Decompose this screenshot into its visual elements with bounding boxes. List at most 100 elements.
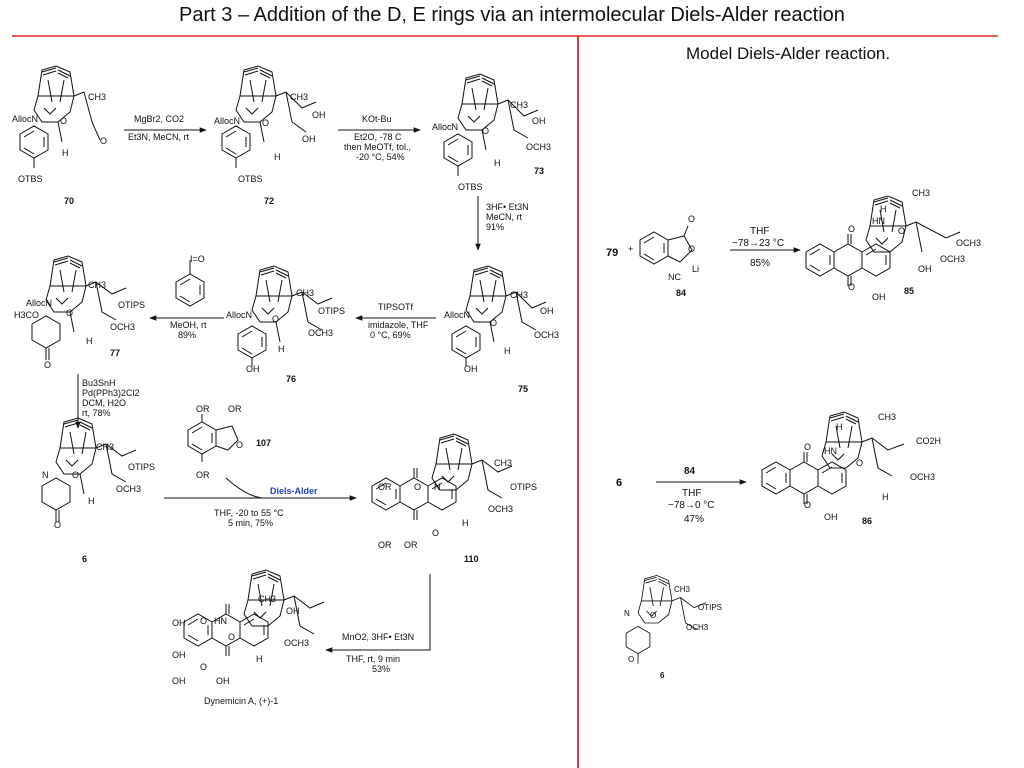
step2-line1: KOt-Bu	[362, 114, 392, 124]
step1-line1: MgBr2, CO2	[134, 114, 184, 124]
label-107-or3: OR	[196, 470, 210, 480]
label-77-h: H	[86, 336, 93, 346]
label-73-oh: OH	[532, 116, 546, 126]
label-6-otips: OTIPS	[128, 462, 155, 472]
label-85-oh1: OH	[872, 292, 886, 302]
label-75-allocn: AllocN	[444, 310, 470, 320]
label-dyn-ch3: CH3	[258, 594, 276, 604]
step3-line1: 3HF• Et3N	[486, 202, 529, 212]
label-76-o: O	[272, 314, 279, 324]
label-110-or1: OR	[378, 482, 392, 492]
label-86-o3: O	[856, 458, 863, 468]
model2-line2: THF	[682, 488, 701, 499]
model1-line2: −78→23 °C	[732, 238, 784, 249]
step1-line2: Et3N, MeCN, rt	[128, 132, 190, 142]
label-107-o: O	[236, 440, 243, 450]
step6-line1: Bu3SnH	[82, 378, 116, 388]
label-6-ketone-o: O	[54, 520, 61, 530]
label-76-allocn: AllocN	[226, 310, 252, 320]
structure-6	[41, 417, 137, 522]
structure-77	[31, 255, 127, 360]
label-85-hn: HN	[872, 216, 885, 226]
label-76-och3: OCH3	[308, 328, 333, 338]
model2-line3: −78→0 °C	[668, 500, 715, 511]
label-77-otips: OTIPS	[118, 300, 145, 310]
label-86-ho: OH	[824, 512, 838, 522]
label-84-o1: O	[688, 214, 695, 224]
label-86-hn: HN	[824, 446, 837, 456]
label-85-och3-2: OCH3	[940, 254, 965, 264]
label-73-h: H	[494, 158, 501, 168]
label-73-ch3: CH3	[510, 100, 528, 110]
step7-line1: THF, -20 to 55 °C	[214, 508, 284, 518]
step6-line2: Pd(PPh3)2Cl2	[82, 388, 140, 398]
label-75-o: O	[490, 318, 497, 328]
label-76-h: H	[278, 344, 285, 354]
label-77-ch3: CH3	[88, 280, 106, 290]
label-6s-n: N	[624, 609, 630, 618]
label-6s: 6	[660, 671, 665, 680]
label-73-allocn: AllocN	[432, 122, 458, 132]
step8-line1: MnO2, 3HF• Et3N	[342, 632, 414, 642]
label-73-och3: OCH3	[526, 142, 551, 152]
structure-73	[443, 73, 539, 176]
label-84: 84	[676, 288, 686, 298]
structure-75	[451, 265, 547, 366]
label-75-oh1: OH	[540, 306, 554, 316]
label-dyn-oh2: OH	[172, 650, 186, 660]
label-86-ch3: CH3	[878, 412, 896, 422]
label-6s-ketone-o: O	[628, 655, 634, 664]
step6-line3: DCM, H2O	[82, 398, 126, 408]
label-70-h: H	[62, 148, 69, 158]
arrow-107-curve	[225, 477, 263, 499]
model2-line4: 47%	[684, 514, 704, 525]
label-85-o1: O	[848, 224, 855, 234]
label-73-o: O	[482, 126, 489, 136]
label-dyn-o2: O	[200, 662, 207, 672]
step2-line2: Et2O, -78 C	[354, 132, 402, 142]
label-70: 70	[64, 196, 74, 206]
label-75-och3: OCH3	[534, 330, 559, 340]
label-110-or2: OR	[378, 540, 392, 550]
model2-line1: 84	[684, 466, 696, 477]
label-dyn-o: O	[228, 632, 235, 642]
label-110-n: N	[434, 482, 441, 492]
label-6s-o: O	[650, 611, 656, 620]
label-75-h: H	[504, 346, 511, 356]
step5-line2: 89%	[178, 330, 196, 340]
step4-line2: imidazole, THF	[368, 320, 429, 330]
slide-subtitle: Model Diels-Alder reaction.	[686, 44, 891, 63]
label-107: 107	[256, 438, 271, 448]
structure-86	[761, 411, 905, 505]
label-6-och3: OCH3	[116, 484, 141, 494]
label-70-o: O	[60, 116, 67, 126]
label-70-ketone-o: O	[100, 136, 107, 146]
label-6s-ch3: CH3	[674, 585, 691, 594]
label-76: 76	[286, 374, 296, 384]
label-70-allocn: AllocN	[12, 114, 38, 124]
label-72-otbs: OTBS	[238, 174, 263, 184]
model1-line3: 85%	[750, 258, 770, 269]
label-110-ketone-o: O	[432, 528, 439, 538]
label-84-nc: NC	[668, 272, 681, 282]
label-72-o: O	[262, 118, 269, 128]
step8-line3: 53%	[372, 664, 390, 674]
structure-76	[237, 265, 333, 366]
label-dyn-oh4: OH	[216, 676, 230, 686]
label-6-o: O	[72, 470, 79, 480]
label-6-ch3: CH3	[96, 442, 114, 452]
label-110-h: H	[462, 518, 469, 528]
structure-6-small	[625, 574, 707, 664]
structure-110	[371, 433, 513, 521]
step6-line4: rt, 78%	[82, 408, 111, 418]
label-6s-otips: OTIPS	[698, 603, 722, 612]
arrow-110-dyn	[325, 574, 431, 653]
step8-line2: THF, rt, 9 min	[346, 654, 400, 664]
step3-line2: MeCN, rt	[486, 212, 522, 222]
label-107-or1: OR	[196, 404, 210, 414]
label-75-ch3: CH3	[510, 290, 528, 300]
label-77-h3co: H3CO	[14, 310, 39, 320]
label-77-ketone-o: O	[44, 360, 51, 370]
step7-line2: 5 min, 75%	[228, 518, 273, 528]
